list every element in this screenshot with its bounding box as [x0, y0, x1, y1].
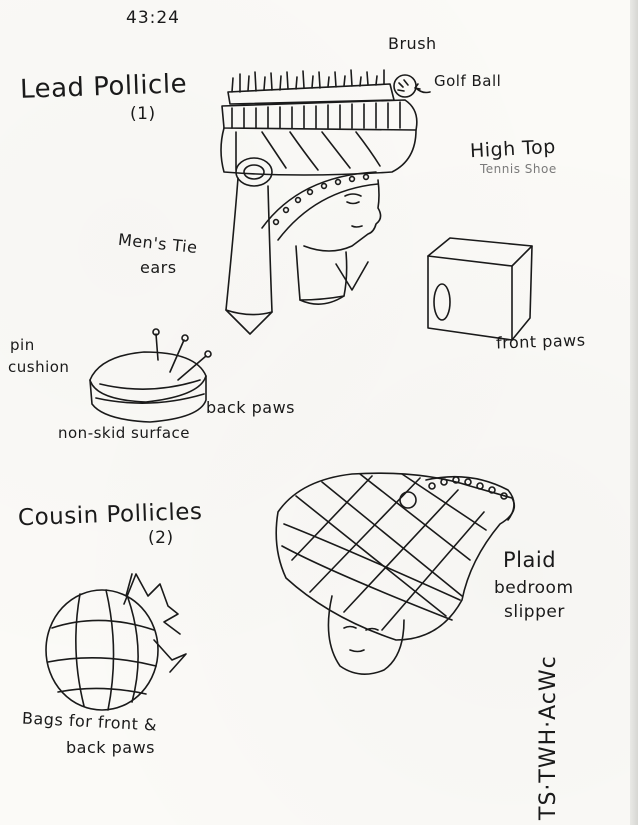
artist-signature: TS·TWH·AcWc	[536, 655, 561, 820]
timestamp-label: 43:24	[126, 8, 180, 28]
front-paws-box-sketch	[427, 237, 533, 341]
pin-label-line2: cushion	[8, 358, 70, 376]
pin-label-line1: pin	[10, 336, 35, 354]
brush-sketch	[227, 69, 395, 105]
cousin-pollicles-count: (2)	[148, 528, 174, 548]
slipper-label: slipper	[504, 602, 565, 622]
face-sketch	[303, 179, 382, 252]
pin-cushion-sketch	[89, 328, 212, 423]
paper-edge	[630, 0, 638, 825]
ears-label-line2: ears	[140, 258, 177, 277]
front-paws-label: front paws	[495, 330, 586, 353]
lead-pollicle-figure	[220, 69, 431, 335]
lead-pollicle-title: Lead Pollicle	[19, 69, 188, 105]
lead-pollicle-count: (1)	[130, 104, 156, 124]
bedroom-label: bedroom	[494, 578, 574, 598]
tennis-shoe-label: Tennis Shoe	[480, 162, 557, 176]
plaid-label: Plaid	[503, 548, 557, 572]
brush-label: Brush	[388, 34, 437, 53]
tie-ear-sketch	[225, 157, 273, 335]
golf-ball-label: Golf Ball	[434, 72, 502, 90]
non-skid-label: non-skid surface	[58, 424, 190, 442]
golf-ball-sketch	[393, 74, 431, 98]
paw-bags-sketch	[45, 573, 187, 711]
plaid-slipper-sketch	[275, 472, 516, 641]
high-top-hat-sketch	[220, 99, 418, 176]
neck-sketch	[295, 245, 369, 305]
back-paws-label: back paws	[206, 398, 295, 417]
bags-label-line2: back paws	[66, 738, 155, 757]
high-top-label: High Top	[469, 135, 557, 163]
cousin-face-sketch	[327, 595, 405, 675]
band-sketch	[261, 171, 379, 241]
